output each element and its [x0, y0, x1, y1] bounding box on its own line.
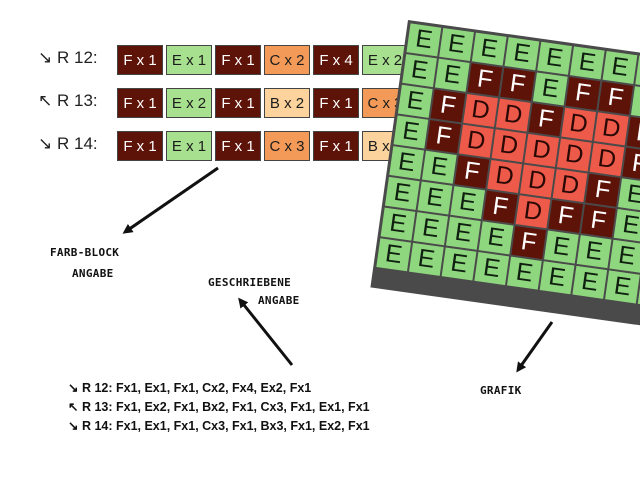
annotation-written-2: ANGABE	[258, 294, 300, 307]
row-label-r12: ↘ R 12:	[38, 48, 98, 67]
color-block: F x 1	[117, 45, 163, 75]
color-block: E x 2	[166, 88, 212, 118]
color-block: E x 1	[166, 45, 212, 75]
color-block: F x 1	[313, 88, 359, 118]
row-label-r14: ↘ R 14:	[38, 134, 98, 153]
color-block: F x 1	[215, 131, 261, 161]
color-block: C x 3	[264, 131, 310, 161]
color-block: F x 1	[215, 45, 261, 75]
arrow-to-graphic	[516, 321, 554, 373]
color-block: F x 1	[215, 88, 261, 118]
written-instructions: ↘ R 12: Fx1, Ex1, Fx1, Cx2, Fx4, Ex2, Fx…	[68, 380, 370, 437]
color-block: F x 1	[117, 88, 163, 118]
color-block: E x 1	[166, 131, 212, 161]
written-row-r13: ↖ R 13: Fx1, Ex2, Fx1, Bx2, Fx1, Cx3, Fx…	[68, 400, 370, 414]
annotation-color-block-1: FARB-BLOCK	[50, 246, 120, 259]
color-block: F x 1	[117, 131, 163, 161]
row-label-r13: ↖ R 13:	[38, 91, 98, 110]
annotation-graphic: GRAFIK	[480, 384, 522, 397]
color-block: F x 1	[313, 131, 359, 161]
annotation-written-1: GESCHRIEBENE	[208, 276, 292, 289]
written-row-r12: ↘ R 12: Fx1, Ex1, Fx1, Cx2, Fx4, Ex2, Fx…	[68, 381, 312, 395]
arrow-to-written	[238, 297, 294, 366]
written-row-r14: ↘ R 14: Fx1, Ex1, Fx1, Cx3, Fx1, Bx3, Fx…	[68, 419, 370, 433]
color-block: B x 2	[264, 88, 310, 118]
annotation-color-block-2: ANGABE	[72, 267, 114, 280]
color-block: F x 4	[313, 45, 359, 75]
color-block: C x 2	[264, 45, 310, 75]
arrow-to-color-block	[122, 166, 219, 234]
